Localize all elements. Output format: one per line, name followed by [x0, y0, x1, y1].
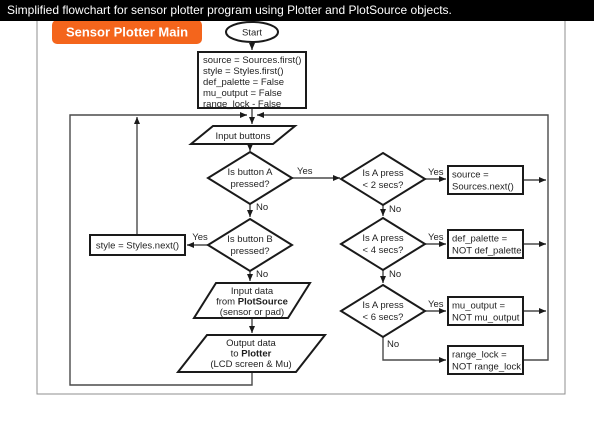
node-output-data: Output data to Plotter (LCD screen & Mu): [175, 334, 328, 373]
node-source-next: source = Sources.next(): [447, 165, 524, 195]
output-data-line: Output data: [226, 338, 276, 349]
input-data-line: Input data: [231, 286, 274, 297]
node-btn-a: Is button A pressed?: [206, 150, 294, 206]
caption-bar: Simplified flowchart for sensor plotter …: [0, 0, 594, 21]
init-line: source = Sources.first(): [203, 55, 301, 66]
edge-label-yes-a: Yes: [297, 166, 313, 177]
edge-press6-no: [382, 337, 446, 363]
edge-label-no-6: No: [387, 339, 399, 350]
input-buttons-label: Input buttons: [216, 131, 271, 142]
edge-label-no-4: No: [389, 269, 401, 280]
source-next-line: Sources.next(): [452, 182, 514, 193]
title-badge-bg: [52, 20, 202, 44]
node-input-data: Input data from PlotSource (sensor or pa…: [192, 282, 312, 319]
edge-label-yes-6: Yes: [428, 299, 444, 310]
init-box: [197, 51, 307, 109]
title-badge: Sensor Plotter Main: [52, 20, 202, 44]
press4-diamond: [339, 216, 427, 272]
flowchart-canvas: Sensor Plotter Main Start source = Sourc…: [36, 3, 566, 395]
edge-output-loop-back: [69, 112, 253, 386]
edge-label-no-a: No: [256, 202, 268, 213]
node-btn-b: Is button B pressed?: [206, 217, 294, 273]
edge-label-yes-b: Yes: [192, 232, 208, 243]
edge-label-no-2: No: [389, 204, 401, 215]
btn-b-diamond: [206, 217, 294, 273]
node-press6: Is A press < 6 secs?: [339, 283, 427, 339]
btn-b-line: pressed?: [230, 246, 269, 257]
node-press2: Is A press < 2 secs?: [339, 151, 427, 207]
mu-output-line: NOT mu_output: [452, 313, 520, 324]
input-buttons-shape: [188, 125, 298, 145]
press4-line: < 4 secs?: [363, 245, 404, 256]
press2-line: < 2 secs?: [363, 180, 404, 191]
input-data-line: (sensor or pad): [220, 307, 284, 318]
style-next-label: style = Styles.next(): [96, 241, 179, 252]
node-input-buttons: Input buttons: [188, 125, 298, 145]
output-data-line: (LCD screen & Mu): [210, 359, 291, 370]
node-mu-output: mu_output = NOT mu_output: [447, 296, 524, 326]
range-lock-line: range_lock =: [452, 350, 507, 361]
btn-a-diamond: [206, 150, 294, 206]
init-line: range_lock - False: [203, 99, 281, 110]
source-next-box: [447, 165, 524, 195]
start-oval: [225, 21, 279, 43]
init-line: style = Styles.first(): [203, 66, 284, 77]
input-data-shape: [192, 282, 312, 319]
edge-label-yes-2: Yes: [428, 167, 444, 178]
edge-label-no-b: No: [256, 269, 268, 280]
def-palette-line: def_palette =: [452, 234, 508, 245]
def-palette-line: NOT def_palette: [452, 246, 522, 257]
source-next-line: source =: [452, 170, 489, 181]
mu-output-box: [447, 296, 524, 326]
press6-line: < 6 secs?: [363, 312, 404, 323]
output-data-line: to Plotter: [231, 349, 272, 360]
press2-diamond: [339, 151, 427, 207]
start-label: Start: [242, 28, 262, 39]
press4-line: Is A press: [362, 233, 403, 244]
btn-b-line: Is button B: [227, 234, 272, 245]
node-press4: Is A press < 4 secs?: [339, 216, 427, 272]
node-start: Start: [225, 21, 279, 43]
edge-label-yes-4: Yes: [428, 232, 444, 243]
mu-output-line: mu_output =: [452, 301, 506, 312]
node-style-next: style = Styles.next(): [89, 234, 186, 256]
btn-a-line: pressed?: [230, 179, 269, 190]
node-def-palette: def_palette = NOT def_palette: [447, 229, 524, 259]
def-palette-box: [447, 229, 524, 259]
caption-text: Simplified flowchart for sensor plotter …: [7, 3, 452, 17]
press2-line: Is A press: [362, 168, 403, 179]
range-lock-line: NOT range_lock: [452, 362, 521, 373]
press6-line: Is A press: [362, 300, 403, 311]
init-line: def_palette = False: [203, 77, 284, 88]
range-lock-box: [447, 345, 524, 375]
btn-a-line: Is button A: [228, 167, 274, 178]
input-data-line: from PlotSource: [216, 297, 288, 308]
edge-right-collector-back: [257, 112, 549, 361]
node-range-lock: range_lock = NOT range_lock: [447, 345, 524, 375]
output-data-shape: [175, 334, 328, 373]
style-next-box: [89, 234, 186, 256]
title-badge-label: Sensor Plotter Main: [66, 25, 188, 40]
node-init: source = Sources.first() style = Styles.…: [197, 51, 307, 110]
init-line: mu_output = False: [203, 88, 282, 99]
press6-diamond: [339, 283, 427, 339]
